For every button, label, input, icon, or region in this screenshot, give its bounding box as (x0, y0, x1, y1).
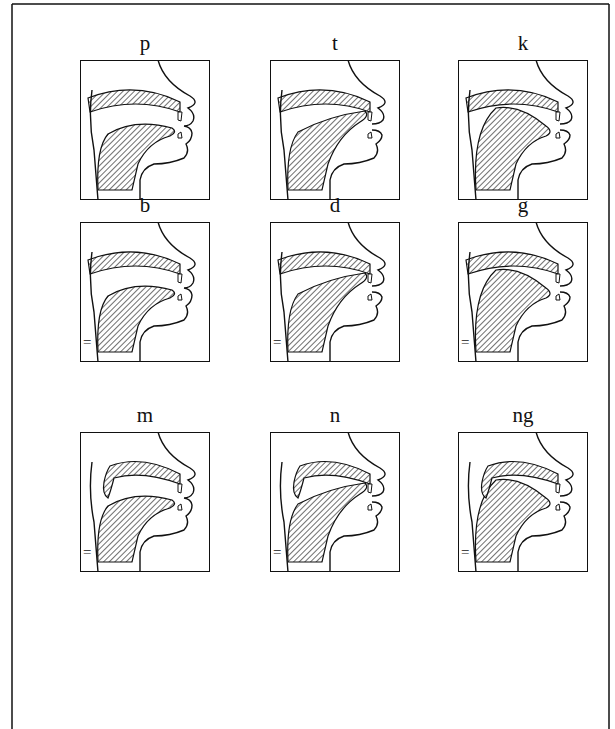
sound-label: m (61, 403, 229, 427)
section-panel: m= (80, 432, 210, 572)
sound-label: t (251, 31, 419, 55)
section-t (278, 60, 385, 200)
section-p (88, 60, 195, 200)
section-ng (468, 432, 573, 572)
section-panel: n= (270, 432, 400, 572)
voicing-mark: = (273, 335, 281, 350)
sound-label: ng (439, 403, 607, 427)
section-panel: t (270, 60, 400, 200)
section-panel: d= (270, 222, 400, 362)
sound-label: g (439, 193, 607, 217)
section-panel: k (458, 60, 588, 200)
outer-frame (12, 4, 609, 729)
section-panel: p (80, 60, 210, 200)
voicing-mark: = (83, 545, 91, 560)
sound-label: k (439, 31, 607, 55)
section-m (90, 432, 195, 572)
section-k (466, 60, 573, 200)
section-d (278, 222, 385, 362)
sound-label: b (61, 193, 229, 217)
section-panel: g= (458, 222, 588, 362)
sound-label: d (251, 193, 419, 217)
voicing-mark: = (273, 545, 281, 560)
section-panel: ng= (458, 432, 588, 572)
section-n (280, 432, 385, 572)
section-panel: b= (80, 222, 210, 362)
section-b (88, 222, 195, 362)
voicing-mark: = (461, 545, 469, 560)
voicing-mark: = (83, 335, 91, 350)
sound-label: p (61, 31, 229, 55)
sound-label: n (251, 403, 419, 427)
section-g (466, 222, 573, 362)
voicing-mark: = (461, 335, 469, 350)
